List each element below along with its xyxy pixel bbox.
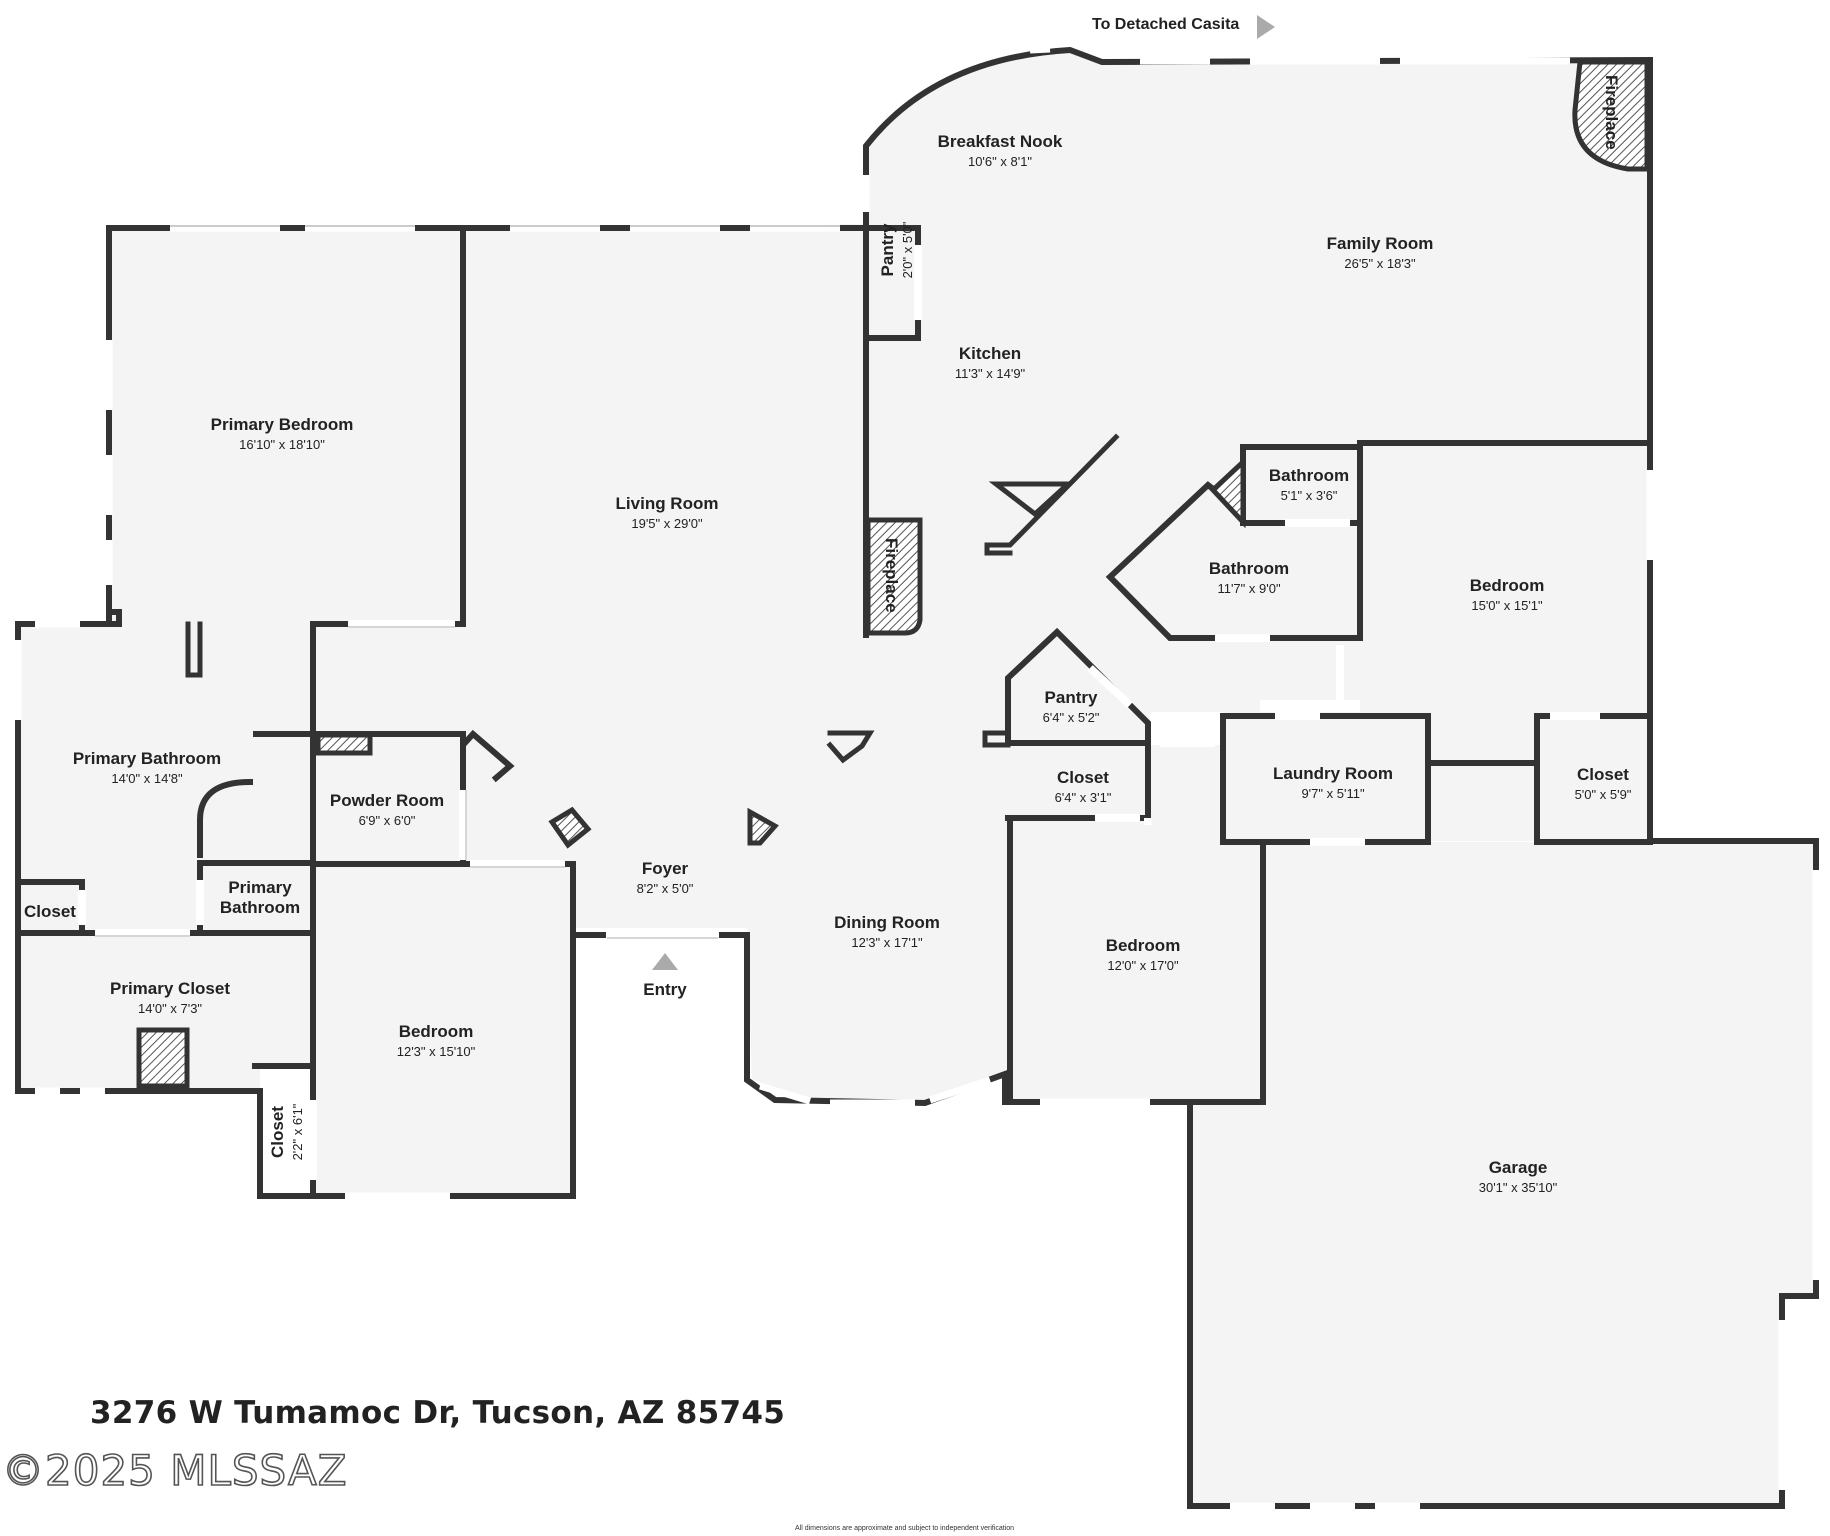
copyright-watermark: ©2025 MLSSAZ bbox=[1, 1445, 348, 1496]
room-name: Powder Room bbox=[330, 791, 444, 810]
room-name: Kitchen bbox=[959, 344, 1021, 363]
room-name: Bathroom bbox=[1209, 559, 1289, 578]
fireplace-living-hearth bbox=[865, 517, 923, 636]
room-dimensions: 8'2" x 5'0" bbox=[637, 881, 694, 896]
room-primary-bathroom: Primary Bathroom 14'0" x 14'8" bbox=[73, 749, 221, 786]
room-name: Bathroom bbox=[1269, 466, 1349, 485]
foyer-post-right bbox=[747, 807, 779, 846]
room-family-room: Family Room 26'5" x 18'3" bbox=[1327, 234, 1434, 271]
room-name: Pantry bbox=[878, 223, 897, 276]
room-dimensions: 12'3" x 15'10" bbox=[397, 1044, 476, 1059]
bath-corner-chase bbox=[1209, 456, 1246, 529]
room-name: Foyer bbox=[642, 859, 689, 878]
powder-room-chase bbox=[315, 732, 373, 756]
address: 3276 W Tumamoc Dr, Tucson, AZ 85745 bbox=[90, 1395, 786, 1431]
room-pantry: Pantry 6'4" x 5'2" bbox=[1043, 688, 1100, 725]
room-closet-primary-bath: Closet bbox=[24, 902, 76, 921]
room-dimensions: 6'9" x 6'0" bbox=[359, 813, 416, 828]
room-dimensions: 14'0" x 14'8" bbox=[111, 771, 183, 786]
room-name: Bedroom bbox=[1470, 576, 1545, 595]
room-dimensions: 26'5" x 18'3" bbox=[1344, 256, 1416, 271]
room-name: Bedroom bbox=[399, 1022, 474, 1041]
room-name: Living Room bbox=[616, 494, 719, 513]
room-name: Family Room bbox=[1327, 234, 1434, 253]
room-bedroom-east: Bedroom 15'0" x 15'1" bbox=[1470, 576, 1545, 613]
door-openings bbox=[78, 245, 1600, 1180]
room-dimensions: 10'6" x 8'1" bbox=[968, 154, 1032, 169]
room-name: Closet bbox=[1057, 768, 1109, 787]
foyer-post-left bbox=[548, 806, 592, 849]
room-kitchen: Kitchen 11'3" x 14'9" bbox=[955, 344, 1026, 381]
room-name: Closet bbox=[24, 902, 76, 921]
room-primary-closet: Primary Closet 14'0" x 7'3" bbox=[110, 979, 230, 1016]
room-closet-east: Closet 5'0" x 5'9" bbox=[1575, 765, 1632, 802]
room-name: Closet bbox=[268, 1106, 287, 1158]
room-dining-room: Dining Room 12'3" x 17'1" bbox=[834, 913, 940, 950]
room-dimensions: 11'3" x 14'9" bbox=[955, 366, 1026, 381]
room-closet-hall: Closet 6'4" x 3'1" bbox=[1055, 768, 1112, 805]
room-name: Garage bbox=[1489, 1158, 1548, 1177]
room-name: Closet bbox=[1577, 765, 1629, 784]
primary-closet-chimney bbox=[136, 1027, 190, 1089]
room-dimensions: 11'7" x 9'0" bbox=[1217, 581, 1280, 596]
room-dimensions: 5'1" x 3'6" bbox=[1281, 488, 1338, 503]
entry-label: Entry bbox=[643, 980, 687, 999]
room-name: Bedroom bbox=[1106, 936, 1181, 955]
room-bedroom-west: Bedroom 12'3" x 15'10" bbox=[397, 1022, 476, 1059]
room-bedroom-center: Bedroom 12'0" x 17'0" bbox=[1106, 936, 1181, 973]
room-dimensions: 9'7" x 5'11" bbox=[1301, 786, 1364, 801]
room-name: Dining Room bbox=[834, 913, 940, 932]
room-laundry-room: Laundry Room 9'7" x 5'11" bbox=[1273, 764, 1393, 801]
room-foyer: Foyer 8'2" x 5'0" bbox=[637, 859, 694, 896]
room-bathroom: Bathroom 11'7" x 9'0" bbox=[1209, 559, 1289, 596]
room-labels: Breakfast Nook 10'6" x 8'1" Family Room 26'… bbox=[24, 132, 1632, 1195]
room-dimensions: 15'0" x 15'1" bbox=[1471, 598, 1543, 613]
room-dimensions: 2'2" x 6'1" bbox=[290, 1103, 305, 1160]
room-dimensions: 12'0" x 17'0" bbox=[1107, 958, 1179, 973]
room-dimensions: 12'3" x 17'1" bbox=[851, 935, 923, 950]
room-name: Bathroom bbox=[220, 898, 300, 917]
fireplace-family-hearth bbox=[1572, 59, 1650, 172]
room-dimensions: 5'0" x 5'9" bbox=[1575, 787, 1632, 802]
fireplace-family-label: Fireplace bbox=[1602, 75, 1621, 150]
room-bathroom-small: Bathroom 5'1" x 3'6" bbox=[1269, 466, 1349, 503]
room-name: Primary Bedroom bbox=[211, 415, 354, 434]
room-name: Primary bbox=[228, 878, 292, 897]
room-living-room: Living Room 19'5" x 29'0" bbox=[616, 494, 719, 531]
room-name: Laundry Room bbox=[1273, 764, 1393, 783]
hatched-features bbox=[136, 59, 1650, 1089]
room-primary-bedroom: Primary Bedroom 16'10" x 18'10" bbox=[211, 415, 354, 452]
disclaimer: All dimensions are approximate and subje… bbox=[795, 1525, 1015, 1532]
room-powder-room: Powder Room 6'9" x 6'0" bbox=[330, 791, 444, 828]
entry-arrow-icon bbox=[652, 953, 678, 970]
room-dimensions: 6'4" x 3'1" bbox=[1055, 790, 1112, 805]
casita-arrow-icon bbox=[1257, 15, 1275, 39]
room-dimensions: 2'0" x 5'0" bbox=[900, 221, 915, 278]
room-name: Primary Bathroom bbox=[73, 749, 221, 768]
room-breakfast-nook: Breakfast Nook 10'6" x 8'1" bbox=[938, 132, 1063, 169]
room-name: Breakfast Nook bbox=[938, 132, 1063, 151]
room-dimensions: 14'0" x 7'3" bbox=[138, 1001, 202, 1016]
room-garage: Garage 30'1" x 35'10" bbox=[1479, 1158, 1558, 1195]
room-dimensions: 16'10" x 18'10" bbox=[239, 437, 325, 452]
windows bbox=[14, 45, 1820, 1510]
casita-label: To Detached Casita bbox=[1092, 16, 1240, 33]
fireplace-living-label: Fireplace bbox=[882, 538, 901, 613]
room-dimensions: 30'1" x 35'10" bbox=[1479, 1180, 1558, 1195]
room-dimensions: 19'5" x 29'0" bbox=[631, 516, 703, 531]
room-name: Pantry bbox=[1045, 688, 1098, 707]
room-name: Primary Closet bbox=[110, 979, 230, 998]
room-dimensions: 6'4" x 5'2" bbox=[1043, 710, 1100, 725]
